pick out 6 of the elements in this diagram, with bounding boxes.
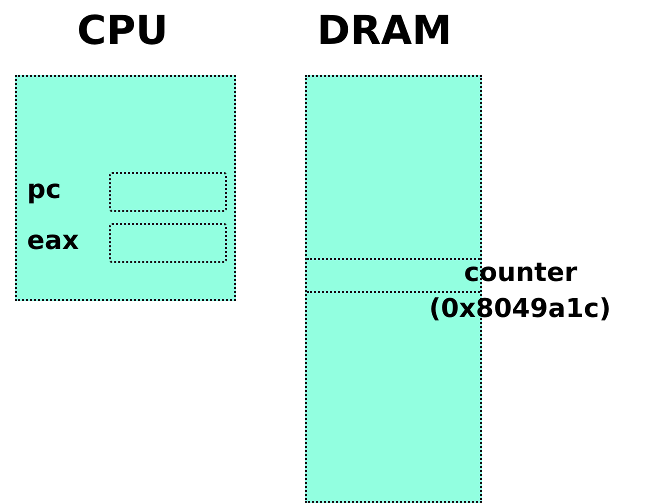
unit-heading: DRAM	[317, 9, 452, 53]
register-label: eax	[27, 226, 79, 256]
register-label: pc	[27, 175, 62, 205]
unit-heading: CPU	[77, 9, 168, 53]
variable-name: counter	[464, 258, 578, 288]
memory-address: (0x8049a1c)	[429, 294, 612, 324]
